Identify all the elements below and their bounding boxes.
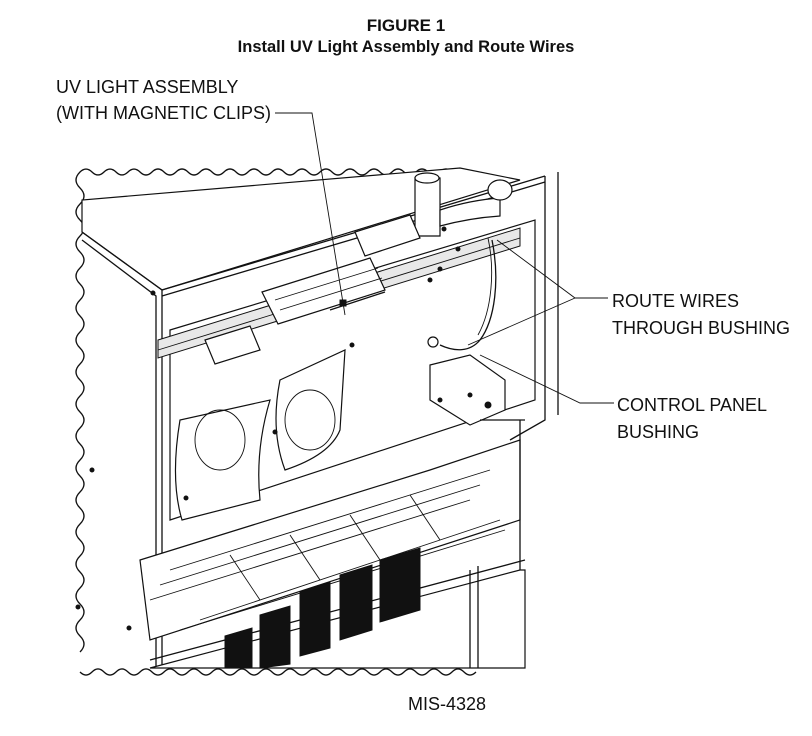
interior-back-panel — [169, 219, 536, 521]
control-panel-bushing-label-line1: CONTROL PANEL — [617, 395, 768, 415]
control-panel-bushing — [427, 336, 439, 348]
drawing-number: MIS-4328 — [408, 694, 487, 714]
break-line-boundary — [75, 168, 477, 676]
control-panel-bushing-label-line2: BUSHING — [617, 422, 700, 442]
route-wires-label-line2: THROUGH BUSHING — [612, 318, 791, 338]
leader-lines — [275, 112, 614, 404]
uv-light-assembly-label-line1: UV LIGHT ASSEMBLY — [56, 77, 239, 97]
fastener-dots — [75, 226, 461, 631]
drain-pipes — [414, 177, 441, 237]
louver-grille — [224, 547, 421, 669]
figure-subtitle: Install UV Light Assembly and Route Wire… — [237, 38, 575, 56]
control-panel-box — [429, 354, 506, 426]
route-wires-label-line1: ROUTE WIRES — [612, 291, 740, 311]
figure-title: FIGURE 1 — [366, 16, 446, 35]
uv-lamp-assembly — [204, 214, 421, 365]
uv-light-assembly-label-line2: (WITH MAGNETIC CLIPS) — [56, 103, 271, 123]
blower-housing — [174, 349, 346, 521]
lamp-wires — [439, 239, 497, 351]
